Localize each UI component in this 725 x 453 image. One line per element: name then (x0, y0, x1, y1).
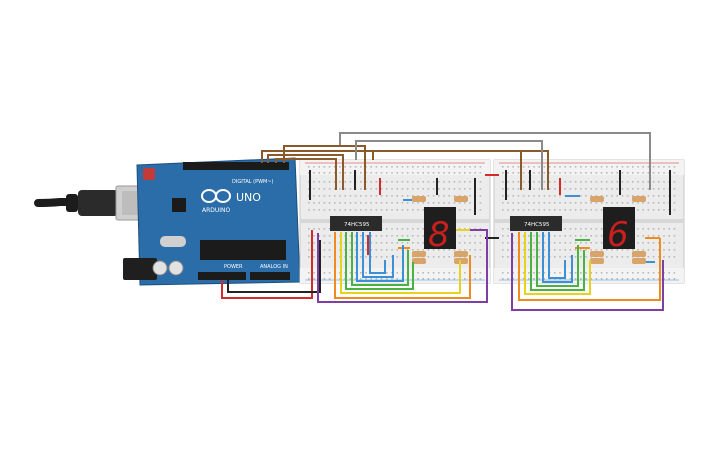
shift-register-right[interactable]: 74HC595 (510, 216, 562, 231)
power-wires[interactable] (221, 230, 321, 299)
analog-in-label: ANALOG IN (260, 264, 288, 270)
power-label: POWER (224, 264, 243, 270)
right-bottom-wires[interactable] (511, 232, 664, 311)
usb-chip (172, 198, 186, 212)
power-header[interactable] (198, 272, 246, 280)
shift-register-right-label: 74HC595 (524, 222, 550, 228)
analog-header[interactable] (250, 272, 290, 280)
capacitor (152, 260, 168, 276)
top-wires[interactable] (261, 132, 651, 239)
atmega-chip (200, 240, 286, 260)
reset-button[interactable] (143, 168, 155, 180)
arduino-uno-board[interactable]: ARDUINO UNO DIGITAL (PWM~) POWER ANALOG … (123, 157, 301, 286)
right-resistors[interactable] (590, 196, 646, 264)
seven-segment-display-left[interactable]: 8 (424, 207, 456, 255)
left-resistors[interactable] (412, 196, 468, 264)
arduino-brand-label: ARDUINO (202, 207, 231, 214)
left-bottom-wires[interactable] (317, 229, 488, 303)
digital-pwm-label: DIGITAL (PWM~) (232, 179, 274, 185)
arduino-logo (201, 189, 231, 203)
breadboard-left[interactable] (299, 159, 491, 284)
capacitor (168, 260, 184, 276)
display-left-digit: 8 (428, 215, 450, 255)
arduino-model-label: UNO (236, 191, 261, 204)
display-right-digit: 6 (607, 215, 629, 255)
shift-register-left-label: 74HC595 (344, 222, 370, 228)
seven-segment-display-right[interactable]: 6 (603, 207, 635, 255)
crystal (160, 236, 186, 247)
power-jack[interactable] (123, 258, 157, 280)
shift-register-left[interactable]: 74HC595 (330, 216, 382, 231)
digital-header[interactable] (183, 162, 289, 170)
